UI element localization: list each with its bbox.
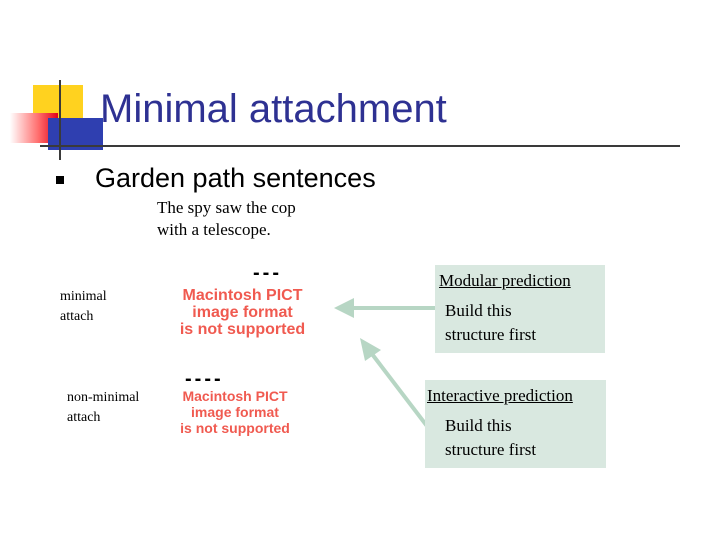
minimal-attach-label: minimal attach [60, 287, 107, 327]
modular-body-line-2: structure first [445, 325, 537, 344]
interactive-body-line-1: Build this [445, 416, 512, 435]
nonminimal-label-line-2: attach [67, 410, 101, 425]
top-pict-line-3: is not supported [179, 321, 306, 338]
sentence-line-1: The spy saw the cop [157, 198, 296, 217]
prediction-arrows [334, 298, 438, 432]
up-left-arrow-icon [360, 338, 432, 432]
bottom-tree-dashes: ---- [185, 368, 224, 390]
minimal-label-line-1: minimal [60, 289, 107, 304]
minimal-label-line-2: attach [60, 309, 94, 324]
logo-blue-square [48, 118, 103, 150]
bottom-pict-line-1: Macintosh PICT [182, 388, 288, 404]
modular-prediction-box: Modular prediction Build this structure … [435, 265, 605, 353]
interactive-prediction-box: Interactive prediction Build this struct… [425, 380, 606, 468]
slide-title: Minimal attachment [100, 87, 447, 131]
bottom-pict-line-3: is not supported [180, 420, 290, 436]
interactive-heading: Interactive prediction [427, 386, 573, 405]
logo-vertical-rule [59, 80, 61, 160]
modular-heading: Modular prediction [439, 271, 571, 290]
bullet-text: Garden path sentences [95, 163, 376, 193]
interactive-body-line-2: structure first [445, 440, 537, 459]
top-tree-dashes: --- [253, 262, 282, 284]
title-underline-rule [40, 145, 680, 147]
top-pict-line-2: image format [192, 304, 293, 321]
left-arrow-icon [334, 298, 438, 318]
bottom-pict-placeholder: Macintosh PICT image format is not suppo… [160, 388, 310, 436]
sentence-line-2: with a telescope. [157, 220, 271, 239]
example-sentence: The spy saw the cop with a telescope. [157, 197, 296, 241]
nonminimal-attach-label: non-minimal attach [67, 388, 139, 428]
top-pict-placeholder: Macintosh PICT image format is not suppo… [150, 287, 335, 338]
modular-body: Build this structure first [445, 299, 536, 347]
bottom-pict-line-2: image format [191, 404, 279, 420]
interactive-body: Build this structure first [445, 414, 536, 462]
modular-body-line-1: Build this [445, 301, 512, 320]
bullet-square-icon [56, 176, 64, 184]
nonminimal-label-line-1: non-minimal [67, 390, 140, 405]
top-pict-line-1: Macintosh PICT [182, 287, 303, 304]
